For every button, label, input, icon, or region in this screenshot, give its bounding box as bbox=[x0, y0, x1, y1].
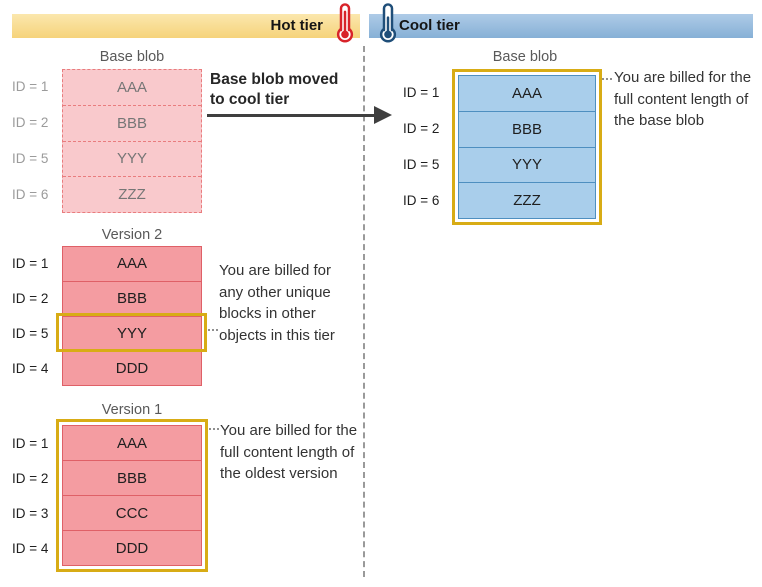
block-cell: DDD bbox=[115, 539, 149, 557]
move-arrow-line bbox=[207, 114, 379, 117]
version-1-title: Version 1 bbox=[101, 402, 163, 418]
dotted-leader bbox=[208, 329, 218, 331]
block-id-label: ID = 2 bbox=[403, 121, 440, 136]
billed-block-highlight bbox=[56, 313, 207, 352]
hot-tier-header-bar: Hot tier bbox=[12, 14, 360, 38]
cool-base-blob-title: Base blob bbox=[492, 49, 558, 65]
cool-tier-label: Cool tier bbox=[399, 17, 460, 34]
move-arrow-head-icon bbox=[374, 106, 392, 124]
dotted-leader bbox=[209, 428, 219, 430]
move-annotation: Base blob moved to cool tier bbox=[210, 71, 339, 108]
block-id-label: ID = 4 bbox=[12, 541, 49, 556]
block-id-label: ID = 1 bbox=[12, 79, 49, 94]
block-cell: BBB bbox=[63, 106, 201, 142]
hot-thermometer-icon bbox=[336, 3, 354, 43]
block-id-label: ID = 1 bbox=[12, 436, 49, 451]
version-2-table: AAA BBB YYY DDD bbox=[62, 246, 202, 386]
block-cell: BBB bbox=[459, 112, 595, 148]
block-id-label: ID = 6 bbox=[12, 187, 49, 202]
block-id-label: ID = 2 bbox=[12, 115, 49, 130]
block-cell: AAA bbox=[459, 76, 595, 112]
cool-base-blob-table: AAA BBB YYY ZZZ bbox=[458, 75, 596, 219]
cool-base-blob-id-column: ID = 1 ID = 2 ID = 5 ID = 6 bbox=[403, 75, 439, 219]
version-2-id-column: ID = 1 ID = 2 ID = 5 ID = 4 bbox=[12, 246, 48, 386]
version-1-billed-highlight: AAA BBB CCC DDD bbox=[56, 419, 208, 572]
block-id-label: ID = 5 bbox=[403, 157, 440, 172]
hot-base-blob-id-column: ID = 1 ID = 2 ID = 5 ID = 6 bbox=[12, 69, 48, 213]
block-cell: ZZZ bbox=[513, 192, 541, 210]
version-2-title: Version 2 bbox=[101, 227, 163, 243]
block-id-label: ID = 1 bbox=[12, 256, 49, 271]
version-1-billing-note: You are billed for the full content leng… bbox=[220, 422, 358, 483]
tier-divider-line bbox=[363, 46, 365, 577]
block-cell: AAA bbox=[63, 247, 201, 282]
hot-base-blob-title: Base blob bbox=[99, 49, 165, 65]
cool-tier-header-bar: Cool tier bbox=[369, 14, 753, 38]
hot-tier-label: Hot tier bbox=[270, 17, 324, 34]
block-id-label: ID = 5 bbox=[12, 151, 49, 166]
block-cell: CCC bbox=[63, 496, 201, 531]
cool-base-blob-billed-highlight: AAA BBB YYY ZZZ bbox=[452, 69, 602, 225]
block-id-label: ID = 2 bbox=[12, 471, 49, 486]
hot-base-blob-table: AAA BBB YYY ZZZ bbox=[62, 69, 202, 213]
block-id-label: ID = 3 bbox=[12, 506, 49, 521]
block-id-label: ID = 5 bbox=[12, 326, 49, 341]
block-cell: ZZZ bbox=[118, 186, 146, 204]
version-1-id-column: ID = 1 ID = 2 ID = 3 ID = 4 bbox=[12, 426, 48, 566]
cool-base-blob-billing-note: You are billed for the full content leng… bbox=[614, 69, 752, 130]
block-id-label: ID = 6 bbox=[403, 193, 440, 208]
cool-thermometer-icon bbox=[379, 3, 397, 43]
block-id-label: ID = 4 bbox=[12, 361, 49, 376]
block-cell: YYY bbox=[459, 148, 595, 184]
version-2-billing-note: You are billed for any other unique bloc… bbox=[219, 262, 335, 345]
block-id-label: ID = 2 bbox=[12, 291, 49, 306]
version-1-table: AAA BBB CCC DDD bbox=[62, 425, 202, 566]
block-cell: AAA bbox=[63, 70, 201, 106]
dotted-leader bbox=[602, 78, 612, 80]
block-cell: BBB bbox=[63, 461, 201, 496]
block-cell: BBB bbox=[63, 282, 201, 317]
block-cell: AAA bbox=[63, 426, 201, 461]
block-cell: YYY bbox=[63, 142, 201, 178]
block-cell: DDD bbox=[115, 359, 149, 377]
block-id-label: ID = 1 bbox=[403, 85, 440, 100]
